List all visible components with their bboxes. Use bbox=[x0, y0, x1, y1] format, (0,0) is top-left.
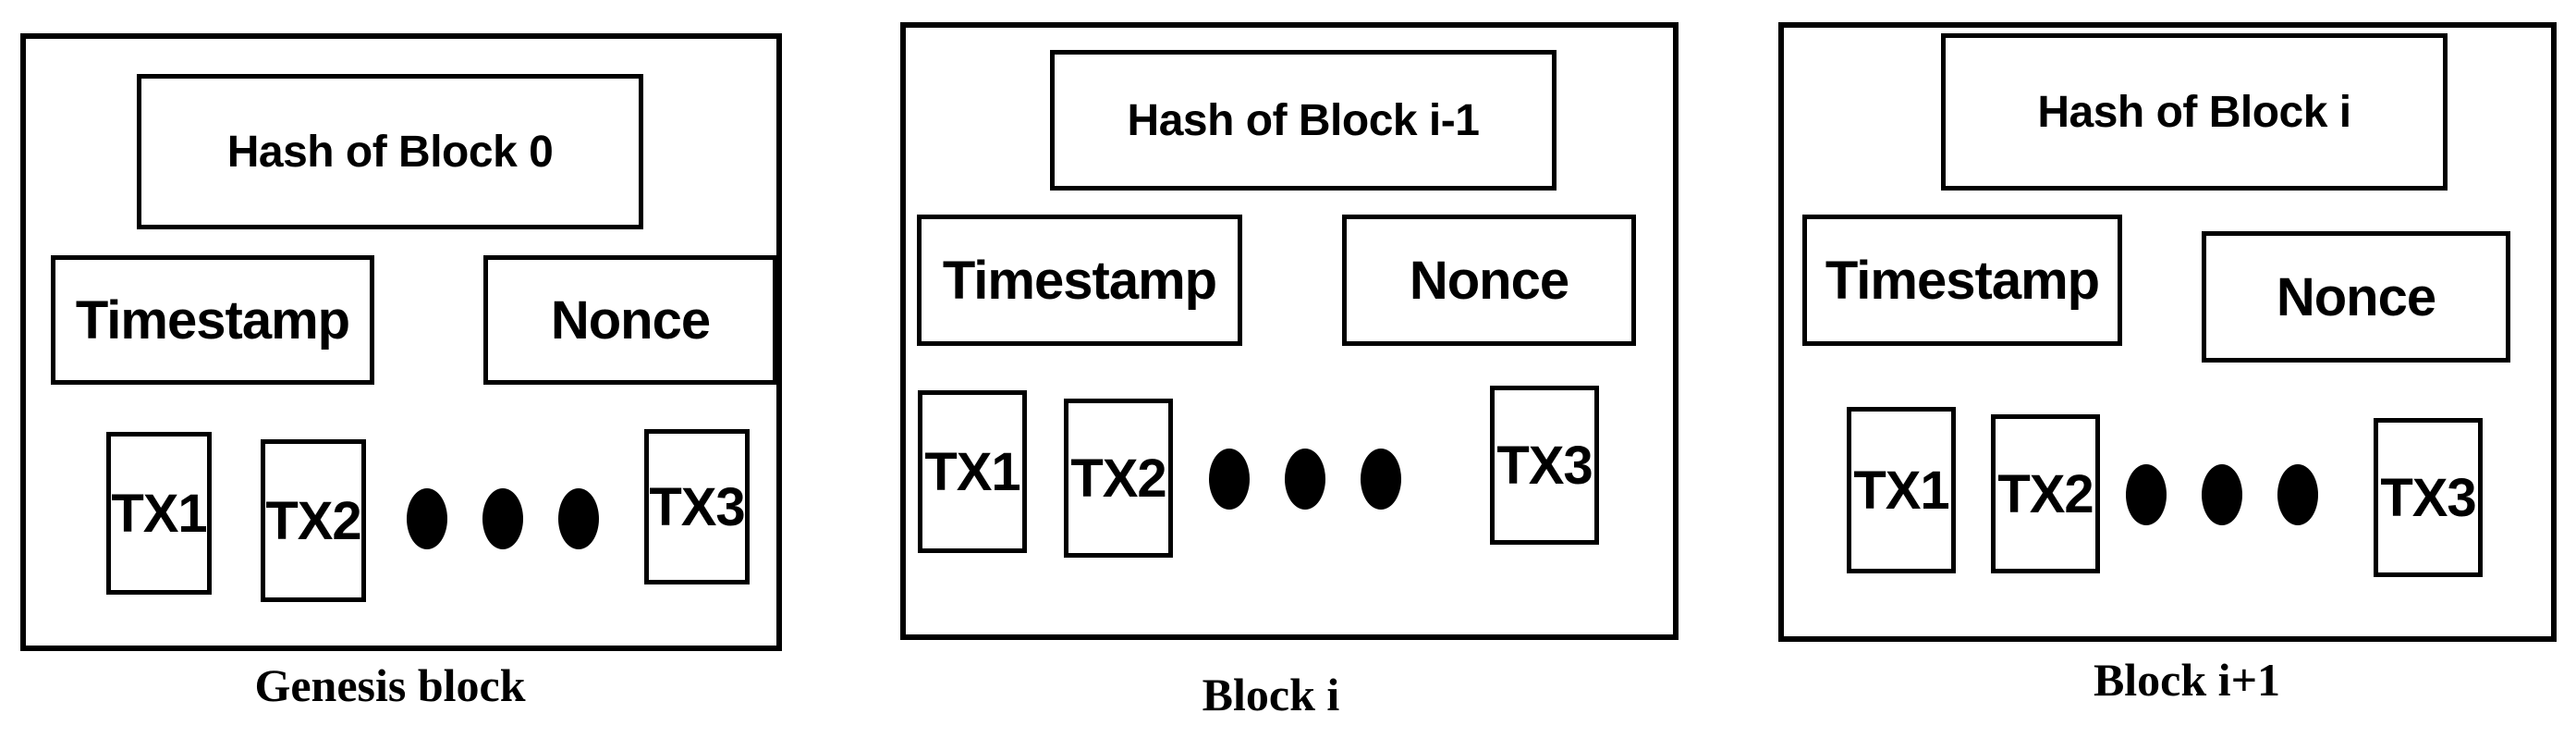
nonce-field: Nonce bbox=[1342, 215, 1636, 346]
tx-box-1: TX1 bbox=[918, 390, 1027, 553]
ellipsis-dot bbox=[1361, 449, 1401, 510]
tx-box-2: TX2 bbox=[1064, 399, 1173, 558]
timestamp-field: Timestamp bbox=[917, 215, 1242, 346]
nonce-field: Nonce bbox=[2202, 231, 2510, 363]
hash-field: Hash of Block 0 bbox=[137, 74, 643, 229]
timestamp-field: Timestamp bbox=[1802, 215, 2122, 346]
ellipsis-dot bbox=[482, 488, 523, 549]
tx-box-2: TX2 bbox=[1991, 414, 2100, 573]
tx-box-3: TX3 bbox=[1490, 386, 1599, 545]
nonce-field: Nonce bbox=[483, 255, 777, 385]
ellipsis-dot bbox=[1285, 449, 1325, 510]
tx-box-1: TX1 bbox=[1847, 407, 1956, 573]
ellipsis-dot bbox=[1209, 449, 1250, 510]
tx-box-2: TX2 bbox=[261, 439, 366, 602]
ellipsis-dot bbox=[2202, 464, 2242, 525]
hash-field: Hash of Block i bbox=[1941, 33, 2448, 191]
tx-box-3: TX3 bbox=[2374, 418, 2483, 577]
tx-box-1: TX1 bbox=[106, 432, 212, 595]
ellipsis-dot bbox=[407, 488, 447, 549]
block-caption: Block i bbox=[1202, 669, 1340, 720]
ellipsis-dot bbox=[558, 488, 599, 549]
ellipsis-dot bbox=[2277, 464, 2318, 525]
hash-field: Hash of Block i-1 bbox=[1050, 50, 1557, 191]
block-caption: Genesis block bbox=[254, 659, 526, 711]
tx-box-3: TX3 bbox=[644, 429, 750, 584]
timestamp-field: Timestamp bbox=[51, 255, 374, 385]
block-caption: Block i+1 bbox=[2093, 654, 2281, 706]
ellipsis-dot bbox=[2126, 464, 2167, 525]
